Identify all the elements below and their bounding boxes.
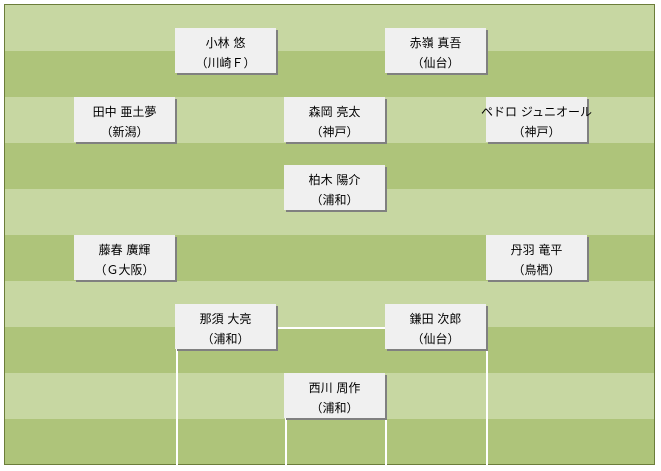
- goal-area-right-line: [385, 405, 387, 466]
- player-team: （新潟）: [100, 125, 149, 139]
- player-team: （浦和）: [310, 193, 359, 207]
- player-name: 森岡 亮太: [308, 105, 361, 119]
- player-name: 丹羽 竜平: [510, 243, 563, 257]
- player-card-gk[interactable]: 西川 周作 （浦和）: [284, 373, 385, 418]
- player-name: 鎌田 次郎: [409, 312, 462, 326]
- player-card-wb-left[interactable]: 藤春 廣輝 （Ｇ大阪）: [74, 235, 175, 280]
- player-team: （川崎Ｆ）: [195, 56, 256, 70]
- player-name: 赤嶺 真吾: [409, 36, 462, 50]
- goal-area-left-line: [285, 405, 287, 466]
- player-name: 柏木 陽介: [308, 173, 361, 187]
- player-name: 田中 亜土夢: [92, 105, 157, 119]
- player-card-cb-right[interactable]: 鎌田 次郎 （仙台）: [385, 304, 486, 349]
- penalty-box-right-line: [486, 327, 488, 466]
- player-team: （神戸）: [512, 125, 561, 139]
- player-team: （浦和）: [201, 332, 250, 346]
- player-team: （仙台）: [411, 56, 460, 70]
- penalty-box-left-line: [176, 327, 178, 466]
- player-name: 小林 悠: [205, 36, 246, 50]
- player-name: 那須 大亮: [199, 312, 252, 326]
- player-team: （仙台）: [411, 332, 460, 346]
- player-team: （Ｇ大阪）: [94, 263, 155, 277]
- player-name: ペドロ ジュニオール: [481, 105, 592, 119]
- player-card-mf-right[interactable]: ペドロ ジュニオール （神戸）: [481, 97, 592, 142]
- player-team: （神戸）: [310, 125, 359, 139]
- player-card-dmf[interactable]: 柏木 陽介 （浦和）: [284, 165, 385, 210]
- player-card-mf-left[interactable]: 田中 亜土夢 （新潟）: [74, 97, 175, 142]
- player-team: （鳥栖）: [512, 263, 561, 277]
- penalty-box-top-line: [176, 327, 488, 329]
- player-card-fw-left[interactable]: 小林 悠 （川崎Ｆ）: [175, 28, 276, 73]
- player-team: （浦和）: [310, 401, 359, 415]
- player-name: 藤春 廣輝: [98, 243, 151, 257]
- player-card-wb-right[interactable]: 丹羽 竜平 （鳥栖）: [486, 235, 587, 280]
- player-card-cb-left[interactable]: 那須 大亮 （浦和）: [175, 304, 276, 349]
- player-card-fw-right[interactable]: 赤嶺 真吾 （仙台）: [385, 28, 486, 73]
- player-card-mf-center[interactable]: 森岡 亮太 （神戸）: [284, 97, 385, 142]
- player-name: 西川 周作: [308, 381, 361, 395]
